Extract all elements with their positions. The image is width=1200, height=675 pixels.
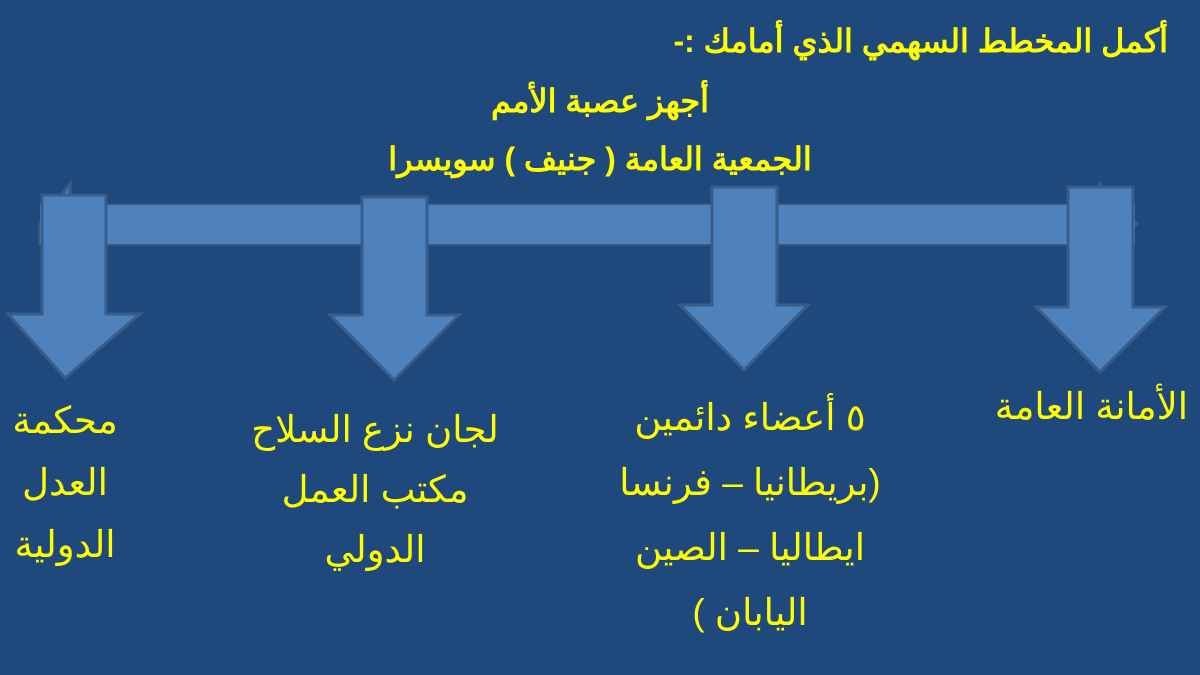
- branch-line: الأمانة العامة: [994, 386, 1188, 427]
- branch-line: الدولي: [324, 529, 426, 570]
- branch-committees: لجان نزع السلاح مكتب العمل الدولي: [215, 400, 535, 580]
- branch-court: محكمة العدل الدولية: [0, 390, 150, 576]
- branch-line: الدولية: [14, 524, 116, 565]
- branch-line: لجان نزع السلاح: [251, 409, 499, 450]
- assembly-heading: الجمعية العامة ( جنيف ) سويسرا: [388, 141, 812, 177]
- branch-secretariat: الأمانة العامة: [995, 385, 1188, 428]
- slide-title: أكمل المخطط السهمي الذي أمامك :-: [673, 23, 1168, 59]
- down-arrow-4: [1032, 185, 1169, 375]
- branch-permanent-members: ٥ أعضاء دائمين (بريطانيا – فرنسا ايطاليا…: [590, 385, 910, 645]
- branch-line: ٥ أعضاء دائمين: [634, 397, 866, 438]
- branch-line: العدل: [22, 462, 108, 503]
- subtitle: أجهز عصبة الأمم: [490, 83, 710, 119]
- branch-line: محكمة: [12, 400, 118, 441]
- branch-line: مكتب العمل: [281, 469, 469, 510]
- branch-line: ايطاليا – الصين: [634, 527, 866, 568]
- branch-line: (بريطانيا – فرنسا: [619, 462, 881, 503]
- horizontal-bar-body: [40, 205, 1135, 244]
- down-arrow-2: [326, 195, 463, 383]
- branch-line: اليابان ): [692, 592, 808, 633]
- down-arrow-1: [4, 193, 145, 381]
- down-arrow-3: [676, 185, 812, 373]
